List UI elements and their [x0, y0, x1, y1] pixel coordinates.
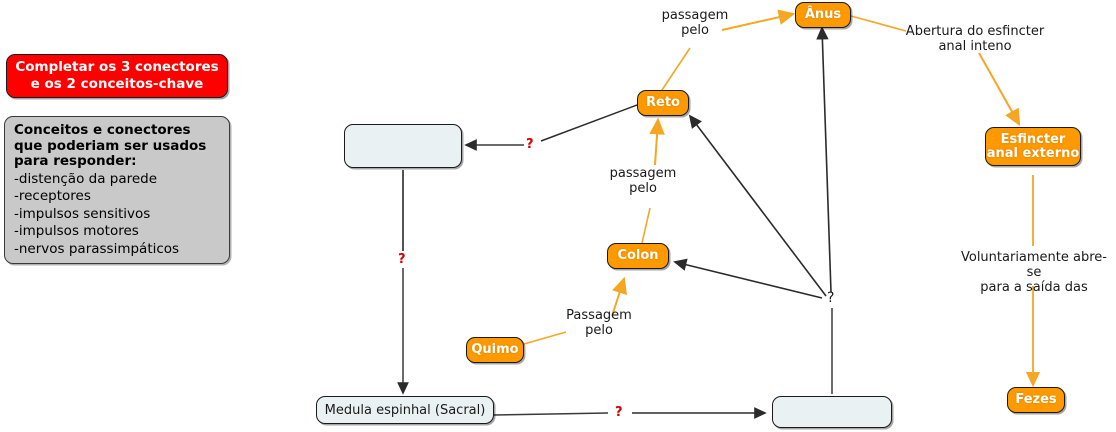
- node-anus[interactable]: Ânus: [795, 2, 851, 28]
- edge-label-quimo-colon: Passagem pelo: [566, 308, 632, 338]
- legend-title: Conceitos e conectores que poderiam ser …: [14, 122, 207, 169]
- node-reto[interactable]: Reto: [637, 90, 689, 116]
- question-mark-reto-emptyleft[interactable]: ?: [526, 137, 534, 152]
- edge-junction-colon: [673, 258, 823, 299]
- node-esfincter-anal-externo[interactable]: Esfincter anal externo: [985, 127, 1081, 166]
- legend-item-impulsos-motores: -impulsos motores: [14, 223, 139, 239]
- legend-box: Conceitos e conectores que poderiam ser …: [4, 116, 230, 264]
- node-empty-left[interactable]: [344, 124, 462, 168]
- instruction-banner: Completar os 3 conectores e os 2 conceit…: [6, 54, 228, 98]
- question-mark-emptyleft-medula[interactable]: ?: [398, 252, 406, 267]
- edge-medula-emptyright: [493, 407, 767, 419]
- legend-item-distencao: -distenção da parede: [14, 170, 158, 187]
- node-fezes[interactable]: Fezes: [1007, 387, 1065, 413]
- node-colon[interactable]: Colon: [607, 243, 669, 269]
- edge-reto-emptyleft: [464, 104, 638, 151]
- edge-label-anus-esfincter: Abertura do esfincter anal inteno: [905, 24, 1045, 54]
- legend-item-impulsos-sensitivos: -impulsos sensitivos: [14, 205, 151, 222]
- legend-item-receptores: -receptores: [14, 188, 91, 204]
- node-empty-bottom-right[interactable]: [772, 396, 892, 428]
- question-mark-medula-emptyright[interactable]: ?: [615, 405, 623, 420]
- question-mark-junction[interactable]: ?: [827, 290, 835, 306]
- edge-label-colon-reto: passagem pelo: [609, 166, 677, 196]
- legend-item-nervos-parassimpaticos: -nervos parassimpáticos: [14, 240, 180, 257]
- node-medula-espinhal[interactable]: Medula espinhal (Sacral): [316, 396, 494, 424]
- edge-label-esfincter-fezes: Voluntariamente abre-se para a saída das: [960, 250, 1107, 295]
- edge-label-reto-anus: passagem pelo: [661, 8, 729, 38]
- edge-junction-reto: [688, 114, 827, 297]
- node-quimo[interactable]: Quimo: [466, 337, 524, 363]
- edge-junction-anus: [816, 26, 832, 293]
